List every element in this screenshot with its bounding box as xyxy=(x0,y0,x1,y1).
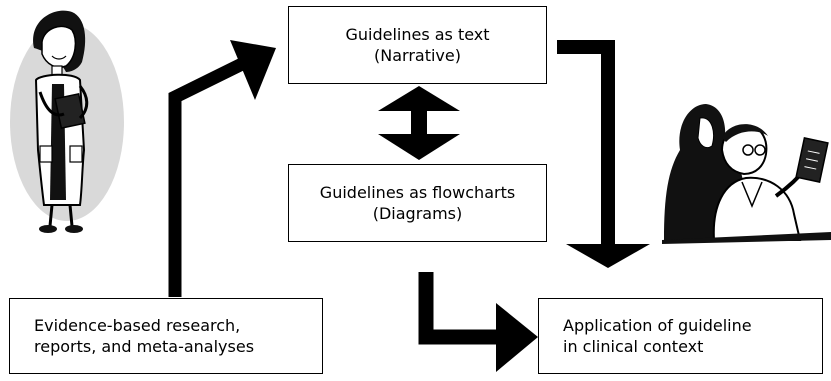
narrative-box-line2: (Narrative) xyxy=(374,46,461,65)
narrative-box: Guidelines as text (Narrative) xyxy=(288,6,547,84)
evidence-box-line1: Evidence-based research, xyxy=(34,316,241,335)
application-box-line2: in clinical context xyxy=(563,337,704,356)
evidence-box: Evidence-based research, reports, and me… xyxy=(9,298,323,374)
arrow-flowcharts-to-application xyxy=(418,272,538,372)
double-arrow-narrative-flowcharts xyxy=(378,86,460,160)
clinicians-illustration xyxy=(662,104,831,244)
evidence-box-line2: reports, and meta-analyses xyxy=(34,337,255,356)
application-box: Application of guideline in clinical con… xyxy=(538,298,823,374)
arrow-evidence-to-narrative xyxy=(168,40,276,297)
flowcharts-box-line1: Guidelines as flowcharts xyxy=(319,183,516,202)
nurse-illustration xyxy=(10,10,124,233)
application-box-line1: Application of guideline xyxy=(563,316,752,335)
flowcharts-box: Guidelines as flowcharts (Diagrams) xyxy=(288,164,547,242)
flowcharts-box-line2: (Diagrams) xyxy=(372,204,463,223)
arrow-narrative-to-application xyxy=(557,40,650,268)
narrative-box-line1: Guidelines as text xyxy=(345,25,490,44)
